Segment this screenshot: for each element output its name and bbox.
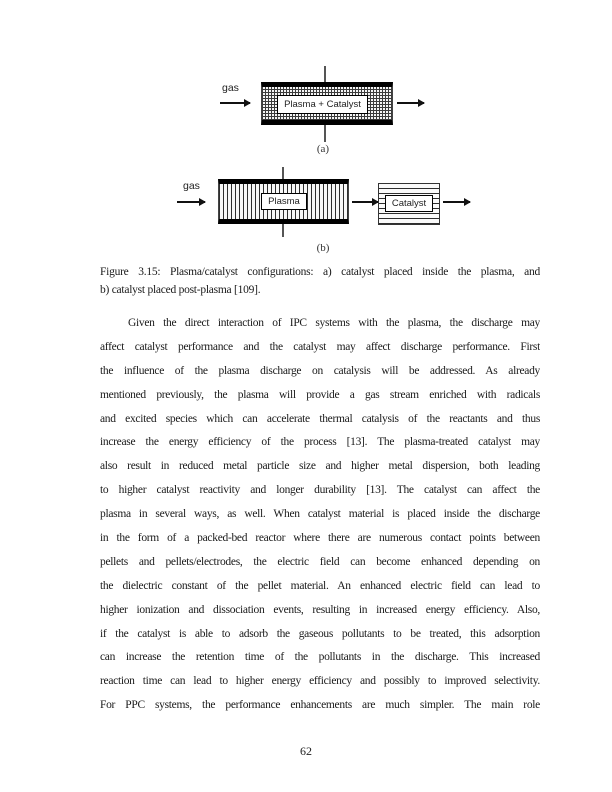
- figure-caption: Figure 3.15: Plasma/catalyst configurati…: [100, 264, 540, 299]
- text-line: to higher catalyst reactivity and longer…: [100, 484, 540, 497]
- text-line: also result in reduced metal particle si…: [100, 460, 540, 473]
- text-line: For PPC systems, the performance enhance…: [100, 699, 540, 712]
- text-line: increase the energy efficiency of the pr…: [100, 436, 540, 449]
- electrode-line-bottom-b: [282, 224, 284, 237]
- electrode-line-bottom-a: [324, 125, 326, 142]
- text-line: mentioned previously, the plasma will pr…: [100, 388, 540, 401]
- text-line: the dielectric constant of the pellet ma…: [100, 579, 540, 592]
- text-line: if the catalyst is able to adsorb the ga…: [100, 627, 540, 640]
- inlet-arrow-b: [177, 198, 206, 206]
- subfigure-label-a: (a): [316, 143, 330, 155]
- text-line: reaction time can lead to higher energy …: [100, 675, 540, 688]
- text-line: affect catalyst performance and the cata…: [100, 340, 540, 353]
- text-line: higher ionization and dissociation event…: [100, 603, 540, 616]
- subfigure-label-b: (b): [316, 242, 330, 254]
- plasma-label-box: Plasma: [261, 193, 307, 210]
- gas-label-b: gas: [183, 180, 200, 192]
- text-line: b) catalyst placed post-plasma [109].: [100, 283, 261, 296]
- text-line: and excited species which can accelerate…: [100, 412, 540, 425]
- text-line: the influence of the plasma discharge on…: [100, 364, 540, 377]
- figure-3-15: gas Plasma + Catalyst (a) gas Plasma Cat…: [0, 0, 612, 260]
- outlet-arrow-a: [397, 99, 425, 107]
- text-line: plasma in several ways, as well. When ca…: [100, 508, 540, 521]
- body-paragraph: Given the direct interaction of IPC syst…: [100, 312, 540, 718]
- outlet-arrow-b: [443, 198, 471, 206]
- text-line: pellets and pellets/electrodes, the elec…: [100, 555, 540, 568]
- text-line: Given the direct interaction of IPC syst…: [128, 317, 540, 329]
- reactor-label-box-a: Plasma + Catalyst: [277, 95, 368, 114]
- electrode-line-top-b: [282, 167, 284, 179]
- plasma-label: Plasma: [268, 196, 300, 207]
- text-line: can increase the retention time of the p…: [100, 651, 540, 664]
- text-line: in the form of a packed-bed reactor wher…: [100, 532, 540, 545]
- mid-arrow-b: [352, 198, 379, 206]
- catalyst-label: Catalyst: [391, 198, 427, 209]
- page-number: 62: [300, 744, 312, 758]
- text-line: Figure 3.15: Plasma/catalyst configurati…: [100, 266, 540, 278]
- inlet-arrow-a: [220, 99, 251, 107]
- reactor-label-a: Plasma + Catalyst: [284, 99, 361, 110]
- electrode-line-top-a: [324, 66, 326, 82]
- gas-label-a: gas: [222, 82, 239, 94]
- catalyst-label-box: Catalyst: [385, 195, 433, 212]
